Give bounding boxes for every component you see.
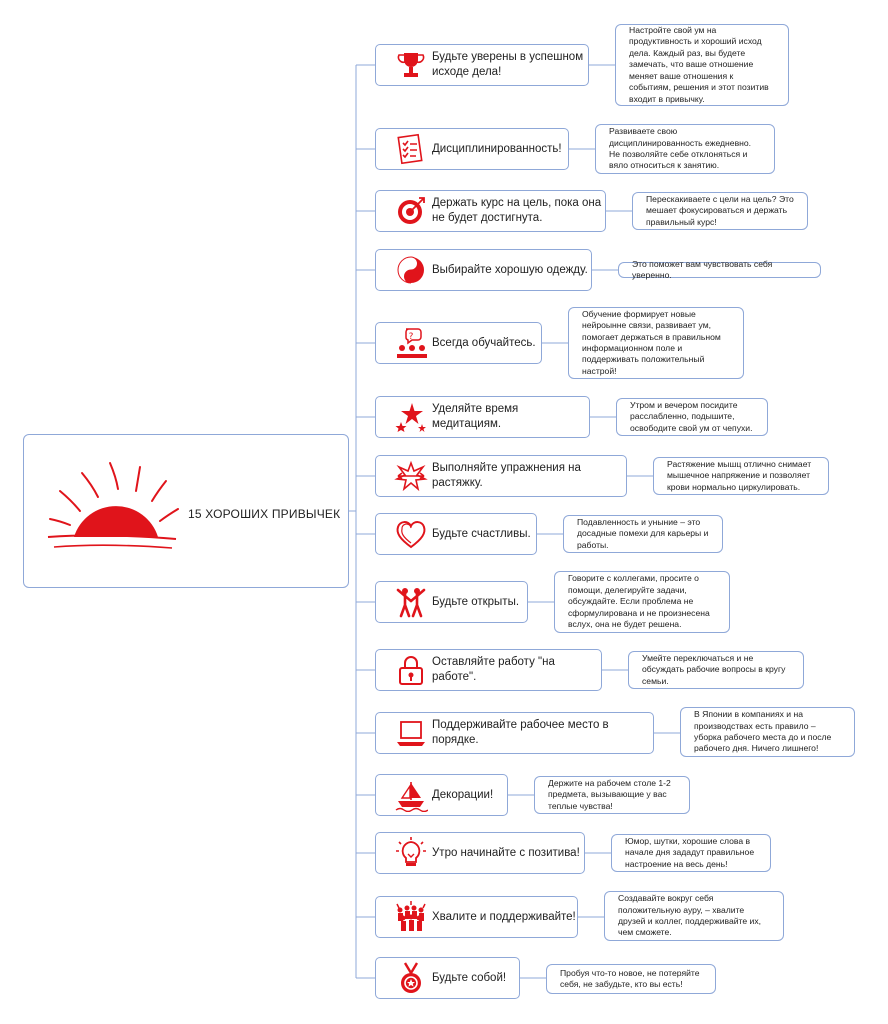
habit-label: Держать курс на цель, пока она не будет … [432,197,602,224]
boat-icon [395,782,428,812]
habit-label: Выбирайте хорошую одежду. [432,263,588,276]
habit-note[interactable]: Умейте переключаться и не обсуждать рабо… [628,651,804,689]
habit-note[interactable]: Утром и вечером посидите расслабленно, п… [616,398,768,436]
habit-label: Будьте уверены в успешном исходе дела! [432,51,584,78]
stars-icon [395,403,426,432]
habit-topic[interactable]: Поддерживайте рабочее место в порядке. [375,712,654,754]
stretch-icon [394,460,428,492]
habit-note[interactable]: Юмор, шутки, хорошие слова в начале дня … [611,834,771,872]
habit-topic[interactable]: Уделяйте время медитациям. [375,396,590,438]
habit-topic[interactable]: Дисциплинированность! [375,128,569,170]
habit-topic[interactable]: ? Всегда обучайтесь. [375,322,542,364]
root-title: 15 ХОРОШИХ ПРИВЫЧЕК [188,507,341,521]
habit-note[interactable]: Развиваете свою дисциплинированность еже… [595,124,775,174]
habit-note[interactable]: Пробуя что-то новое, не потеряйте себя, … [546,964,716,994]
habit-topic[interactable]: Хвалите и поддерживайте! [375,896,578,938]
crowd-icon [396,901,426,931]
habit-label: Декорации! [432,788,494,801]
habit-label: Выполняйте упражнения на растяжку. [432,462,581,489]
habit-note[interactable]: Растяжение мышц отлично снимает мышечное… [653,457,829,495]
habit-topic[interactable]: Будьте уверены в успешном исходе дела! [375,44,589,86]
svg-text:?: ? [409,332,414,342]
checklist-icon [397,133,423,165]
habit-note[interactable]: Держите на рабочем столе 1-2 предмета, в… [534,776,690,814]
habit-label: Будьте счастливы. [432,527,531,540]
learning-group-icon: ? [397,328,427,358]
root-topic[interactable]: 15 ХОРОШИХ ПРИВЫЧЕК [23,434,349,588]
sunrise-icon [47,462,179,549]
habit-label: Будьте собой! [432,971,507,984]
habit-note[interactable]: Говорите с коллегами, просите о помощи, … [554,571,730,633]
yin-yang-icon [397,256,424,284]
habit-label: Будьте открыты. [432,595,520,608]
people-icon [396,588,426,618]
habit-note[interactable]: Это поможет вам чувствовать себя уверенн… [618,259,821,280]
habit-note[interactable]: Подавленность и уныние – это досадные по… [563,515,723,553]
habit-note[interactable]: Создавайте вокруг себя положительную аур… [604,891,784,941]
habit-topic[interactable]: Выбирайте хорошую одежду. [375,249,592,291]
habit-topic[interactable]: Будьте собой! [375,957,520,999]
habit-label: Утро начинайте с позитива! [432,846,580,859]
habit-topic[interactable]: Выполняйте упражнения на растяжку. [375,455,627,497]
habit-topic[interactable]: Оставляйте работу "на работе". [375,649,602,691]
lightbulb-icon [396,837,426,866]
heart-icon [396,521,426,549]
habit-topic[interactable]: Будьте счастливы. [375,513,537,555]
habit-label: Всегда обучайтесь. [432,336,536,349]
habit-label: Хвалите и поддерживайте! [432,910,576,923]
lock-icon [399,656,423,685]
habit-topic[interactable]: Декорации! [375,774,508,816]
habit-label: Уделяйте время медитациям. [432,403,519,430]
habit-label: Поддерживайте рабочее место в порядке. [432,719,609,746]
habit-note[interactable]: В Японии в компаниях и на производствах … [680,707,855,757]
target-icon [398,197,425,224]
laptop-icon [397,721,425,746]
trophy-icon [397,53,425,77]
habit-topic[interactable]: Будьте открыты. [375,581,528,623]
habit-label: Оставляйте работу "на работе". [432,656,555,683]
habit-topic[interactable]: Утро начинайте с позитива! [375,832,585,874]
medal-icon [401,962,421,993]
habit-topic[interactable]: Держать курс на цель, пока она не будет … [375,190,606,232]
habit-label: Дисциплинированность! [432,142,562,155]
habit-note[interactable]: Перескакиваете с цели на цель? Это мешае… [632,192,808,230]
habit-note[interactable]: Обучение формирует новые нейроынне связи… [568,307,744,379]
habit-note[interactable]: Настройте свой ум на продуктивность и хо… [615,24,789,106]
